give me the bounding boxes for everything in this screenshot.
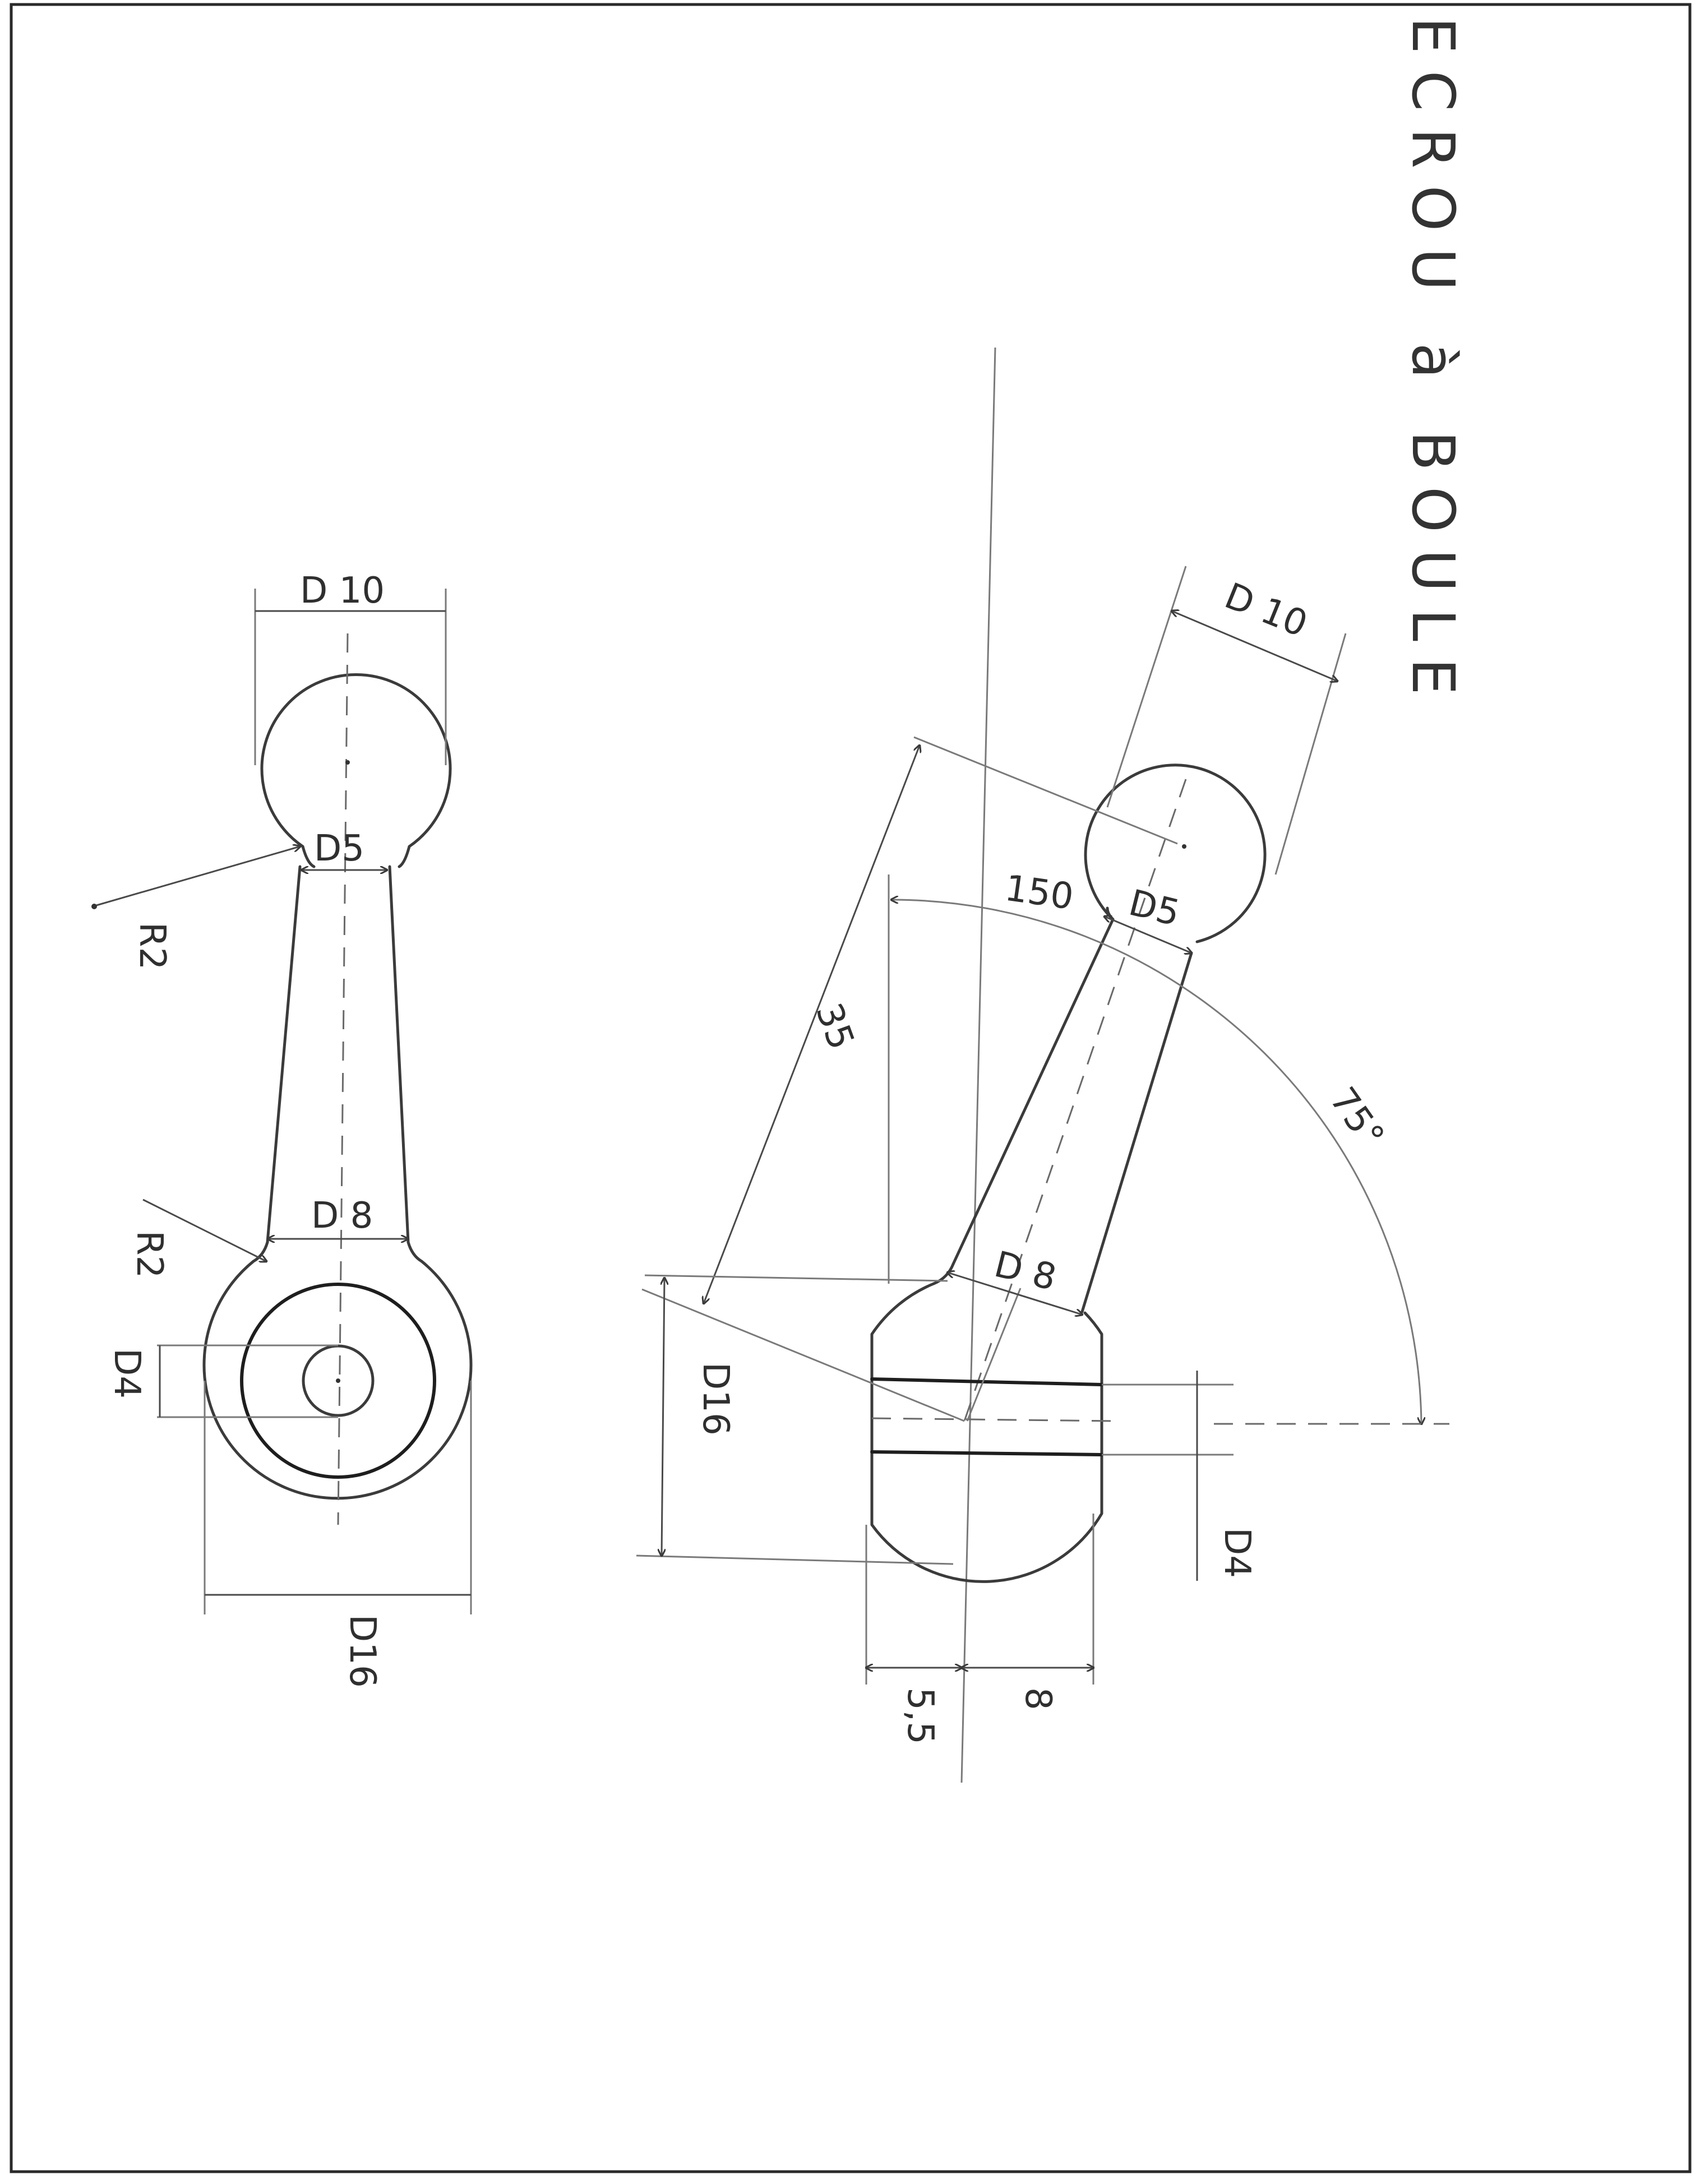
right-axis-centerline [963, 779, 1187, 1422]
right-bore-axis [871, 1417, 1116, 1422]
right-stem-right-edge [1080, 951, 1193, 1313]
dim-ext [913, 736, 1178, 845]
angle-arc-75 [891, 900, 1421, 1424]
dim-line-right-d8 [948, 1273, 1082, 1315]
left-centerline [337, 633, 349, 1525]
left-stem-left-edge [266, 865, 302, 1244]
left-neck-fillet-l [301, 845, 316, 868]
label-left-r2-bottom: R2 [128, 1230, 170, 1278]
label-left-r2-top: R2 [131, 922, 173, 970]
right-d8-construction [966, 1288, 1022, 1422]
label-right-35: 35 [807, 998, 862, 1055]
label-right-8: 8 [1017, 1687, 1059, 1710]
label-right-d8: D 8 [990, 1244, 1060, 1299]
label-left-d8: D 8 [311, 1195, 373, 1237]
vertical-construction-line [960, 347, 996, 1783]
label-right-d10: D 10 [1219, 575, 1313, 645]
right-ball-center [1182, 844, 1186, 849]
label-right-5-5: 5,5 [899, 1687, 941, 1745]
left-boss-inner-circle [240, 1283, 436, 1479]
label-left-d5: D5 [314, 828, 364, 869]
left-lower-fillet-l [252, 1241, 269, 1263]
left-boss-outer [202, 1260, 473, 1500]
label-right-150: 150 [1003, 868, 1076, 918]
left-lower-fillet-r [406, 1241, 423, 1263]
dim-line-right-d10 [1172, 611, 1337, 681]
leader-r2-bottom [142, 1199, 266, 1261]
dim-ext [1106, 566, 1187, 808]
dim-ext [636, 1554, 954, 1565]
right-view: D 10 35 150 D5 75° D 8 D16 D4 [636, 347, 1449, 1783]
left-bore-center [336, 1378, 340, 1383]
label-right-d5: D5 [1125, 882, 1184, 935]
label-right-d16: D16 [695, 1362, 736, 1436]
dim-line-35 [704, 746, 920, 1303]
left-center-point [345, 760, 350, 765]
label-left-d16: D16 [341, 1614, 383, 1688]
sheet-border [10, 3, 1692, 2173]
left-stem-right-edge [388, 865, 410, 1244]
label-left-d4: D4 [106, 1348, 147, 1399]
dim-ext [644, 1274, 948, 1282]
label-left-d10: D 10 [300, 570, 385, 612]
left-view: D 10 D5 R2 D 8 R2 D4 D16 [91, 570, 473, 1688]
leader-dot [91, 904, 97, 909]
leader-r2-top [96, 846, 300, 906]
label-right-75deg: 75° [1322, 1080, 1392, 1156]
dim-line-right-d16 [662, 1278, 664, 1556]
leader-center [641, 1288, 965, 1422]
label-right-d4: D4 [1216, 1528, 1258, 1578]
right-nut-body [870, 1282, 1103, 1583]
left-ball-outline [260, 673, 452, 848]
right-bore-bottom [870, 1450, 1103, 1456]
drawing-title: ECROU à BOULE [1399, 17, 1467, 712]
left-neck-fillet-r [398, 845, 411, 868]
right-bore-top [870, 1377, 1103, 1386]
